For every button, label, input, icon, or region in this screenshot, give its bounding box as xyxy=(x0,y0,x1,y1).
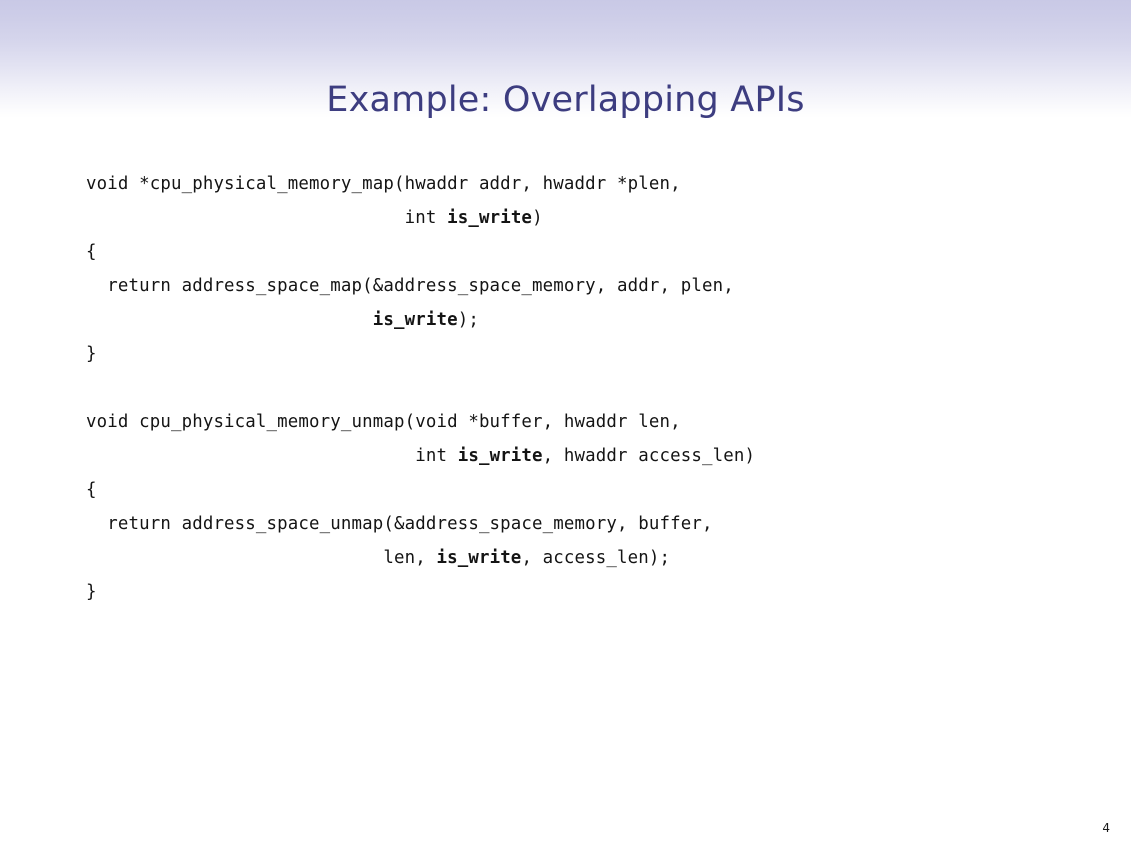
code-line: int is_write, hwaddr access_len) xyxy=(86,446,756,466)
slide-title-block: Example: Overlapping APIs xyxy=(0,58,1131,143)
code-line: { xyxy=(86,242,97,262)
code-line: is_write); xyxy=(372,310,479,330)
page-title: Example: Overlapping APIs xyxy=(326,80,805,121)
code-line: len, is_write, access_len); xyxy=(86,548,671,568)
code-line: void *cpu_physical_memory_map(hwaddr add… xyxy=(86,174,681,194)
code-token-highlight: is_write xyxy=(447,208,533,228)
page-number: 4 xyxy=(1102,821,1110,835)
code-line: void cpu_physical_memory_unmap(void *buf… xyxy=(86,412,681,432)
code-line xyxy=(86,371,1086,405)
code-token-highlight: is_write xyxy=(457,446,543,466)
code-token-highlight: is_write xyxy=(372,310,458,330)
code-line: } xyxy=(86,344,97,364)
code-line: { xyxy=(86,480,97,500)
code-line: return address_space_unmap(&address_spac… xyxy=(86,514,713,534)
code-line: return address_space_map(&address_space_… xyxy=(86,276,734,296)
code-token-highlight: is_write xyxy=(436,548,522,568)
code-listing: void *cpu_physical_memory_map(hwaddr add… xyxy=(86,167,1086,609)
code-line: int is_write) xyxy=(86,208,543,228)
code-line: } xyxy=(86,582,97,602)
